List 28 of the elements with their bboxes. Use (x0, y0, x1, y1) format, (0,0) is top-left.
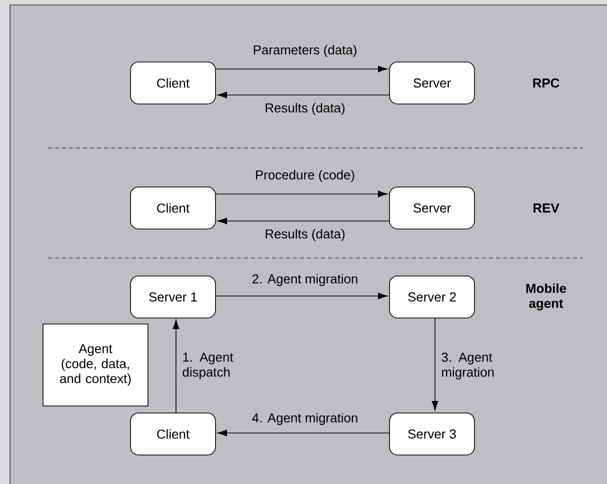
edge-label: Results (data) (266, 228, 344, 242)
arrow (218, 218, 390, 224)
arrow (216, 66, 388, 72)
arrow (216, 292, 388, 300)
note-box: Agent (code, data, and context) (42, 324, 148, 406)
section-label: REV (534, 204, 560, 212)
edge-label: 2. Agent migration (252, 274, 358, 286)
server-box: Client (130, 412, 216, 456)
server-box: Server 2 (389, 276, 475, 318)
edge-label: Procedure (code) (256, 170, 354, 182)
arrow (432, 318, 438, 410)
edge-label: Parameters (data) (254, 44, 356, 58)
section-label: Mobile agent (526, 283, 566, 311)
arrow (216, 190, 388, 198)
server-box: Client (130, 62, 216, 104)
server-box: Server 3 (389, 412, 475, 456)
arrow (218, 430, 390, 436)
server-box: Server (389, 186, 475, 230)
server-box: Client (130, 186, 216, 230)
arrow (172, 320, 180, 414)
server-box: Server 1 (130, 276, 216, 318)
server-box: Server (389, 62, 475, 104)
edge-label: 4. Agent migration (252, 412, 358, 426)
edge-label: Results (data) (266, 102, 344, 116)
edge-label: 3. Agent migration (442, 352, 494, 380)
section-label: RPC (533, 78, 560, 88)
arrow (218, 92, 390, 98)
edge-label: 1. Agent dispatch (182, 352, 234, 380)
